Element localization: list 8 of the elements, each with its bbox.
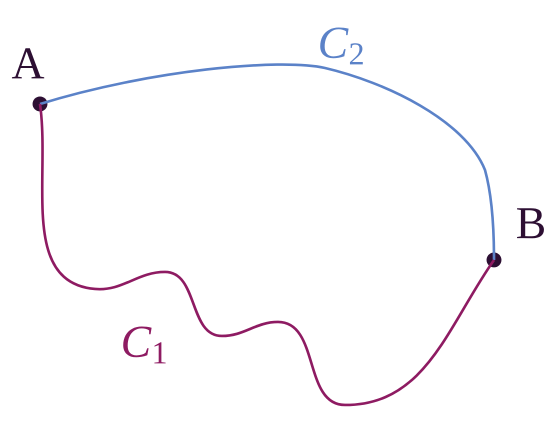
curve-label: C$_{2}$	[320, 28, 363, 64]
node-label: A	[12, 48, 44, 78]
curve	[38, 104, 496, 406]
point: A	[12, 48, 48, 112]
point: B	[486, 208, 544, 268]
curve-label: C$_{1}$	[123, 326, 166, 364]
node-label: B	[517, 208, 544, 238]
curve	[40, 63, 496, 260]
